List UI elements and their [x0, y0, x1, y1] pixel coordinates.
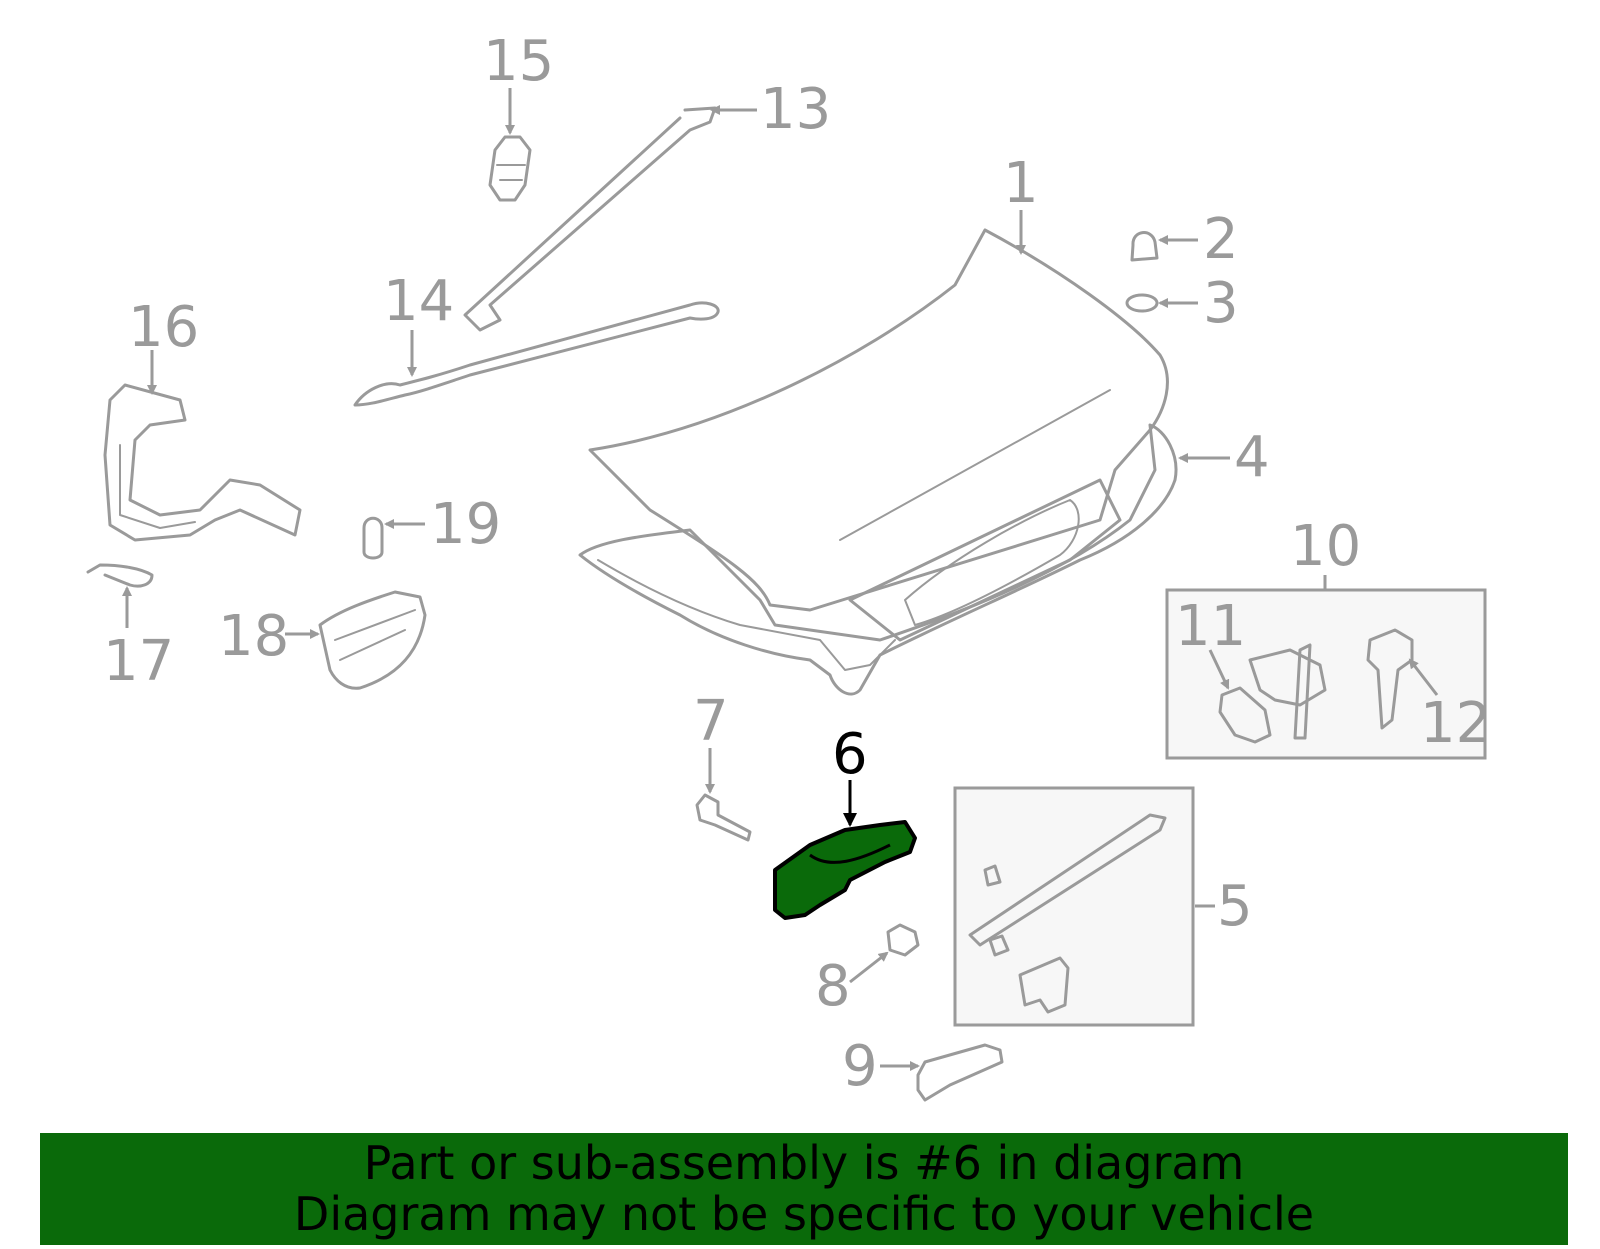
callout-6: 6	[832, 722, 868, 787]
torsion-bar-part	[353, 301, 720, 407]
weatherstrip-part	[578, 423, 1178, 696]
callout-5: 5	[1217, 874, 1253, 939]
bolt-part	[695, 793, 752, 842]
hinge-part	[103, 383, 302, 542]
light-housing-part	[318, 590, 427, 690]
cable-part	[86, 563, 154, 588]
cushion-part	[1125, 293, 1159, 313]
banner-line-disclaimer: Diagram may not be specific to your vehi…	[293, 1187, 1315, 1241]
callout-16: 16	[128, 295, 199, 360]
callout-13: 13	[760, 77, 831, 142]
callout-10: 10	[1290, 514, 1361, 579]
callout-arrows	[122, 88, 1439, 1071]
inset-box-5	[953, 786, 1195, 1027]
info-banner: Part or sub-assembly is #6 in diagram Di…	[40, 1133, 1568, 1245]
callout-19: 19	[430, 492, 501, 557]
callout-2: 2	[1203, 207, 1239, 272]
callout-18: 18	[218, 604, 289, 669]
callout-7: 7	[693, 689, 729, 754]
latch-bracket-part	[916, 1043, 1004, 1102]
callout-17: 17	[103, 629, 174, 694]
trunk-lid-part	[588, 228, 1169, 642]
grommet-part	[886, 923, 920, 957]
callout-3: 3	[1203, 271, 1239, 336]
callout-9: 9	[842, 1034, 878, 1099]
highlighted-part-6	[773, 820, 917, 920]
bulb-part	[362, 516, 384, 560]
callout-4: 4	[1234, 425, 1270, 490]
bumper-part	[1130, 231, 1159, 262]
callout-14: 14	[383, 269, 454, 334]
callout-15: 15	[483, 29, 554, 94]
callout-11: 11	[1175, 594, 1246, 659]
callout-12: 12	[1420, 691, 1491, 756]
clip-part	[488, 135, 532, 202]
callout-8: 8	[815, 954, 851, 1019]
callout-1: 1	[1003, 151, 1039, 216]
callout-labels: 1 2 3 4 5 6 7 8 9 10 11 12 13 14 15 16 1…	[103, 29, 1491, 1099]
banner-line-part-number: Part or sub-assembly is #6 in diagram	[363, 1136, 1245, 1190]
